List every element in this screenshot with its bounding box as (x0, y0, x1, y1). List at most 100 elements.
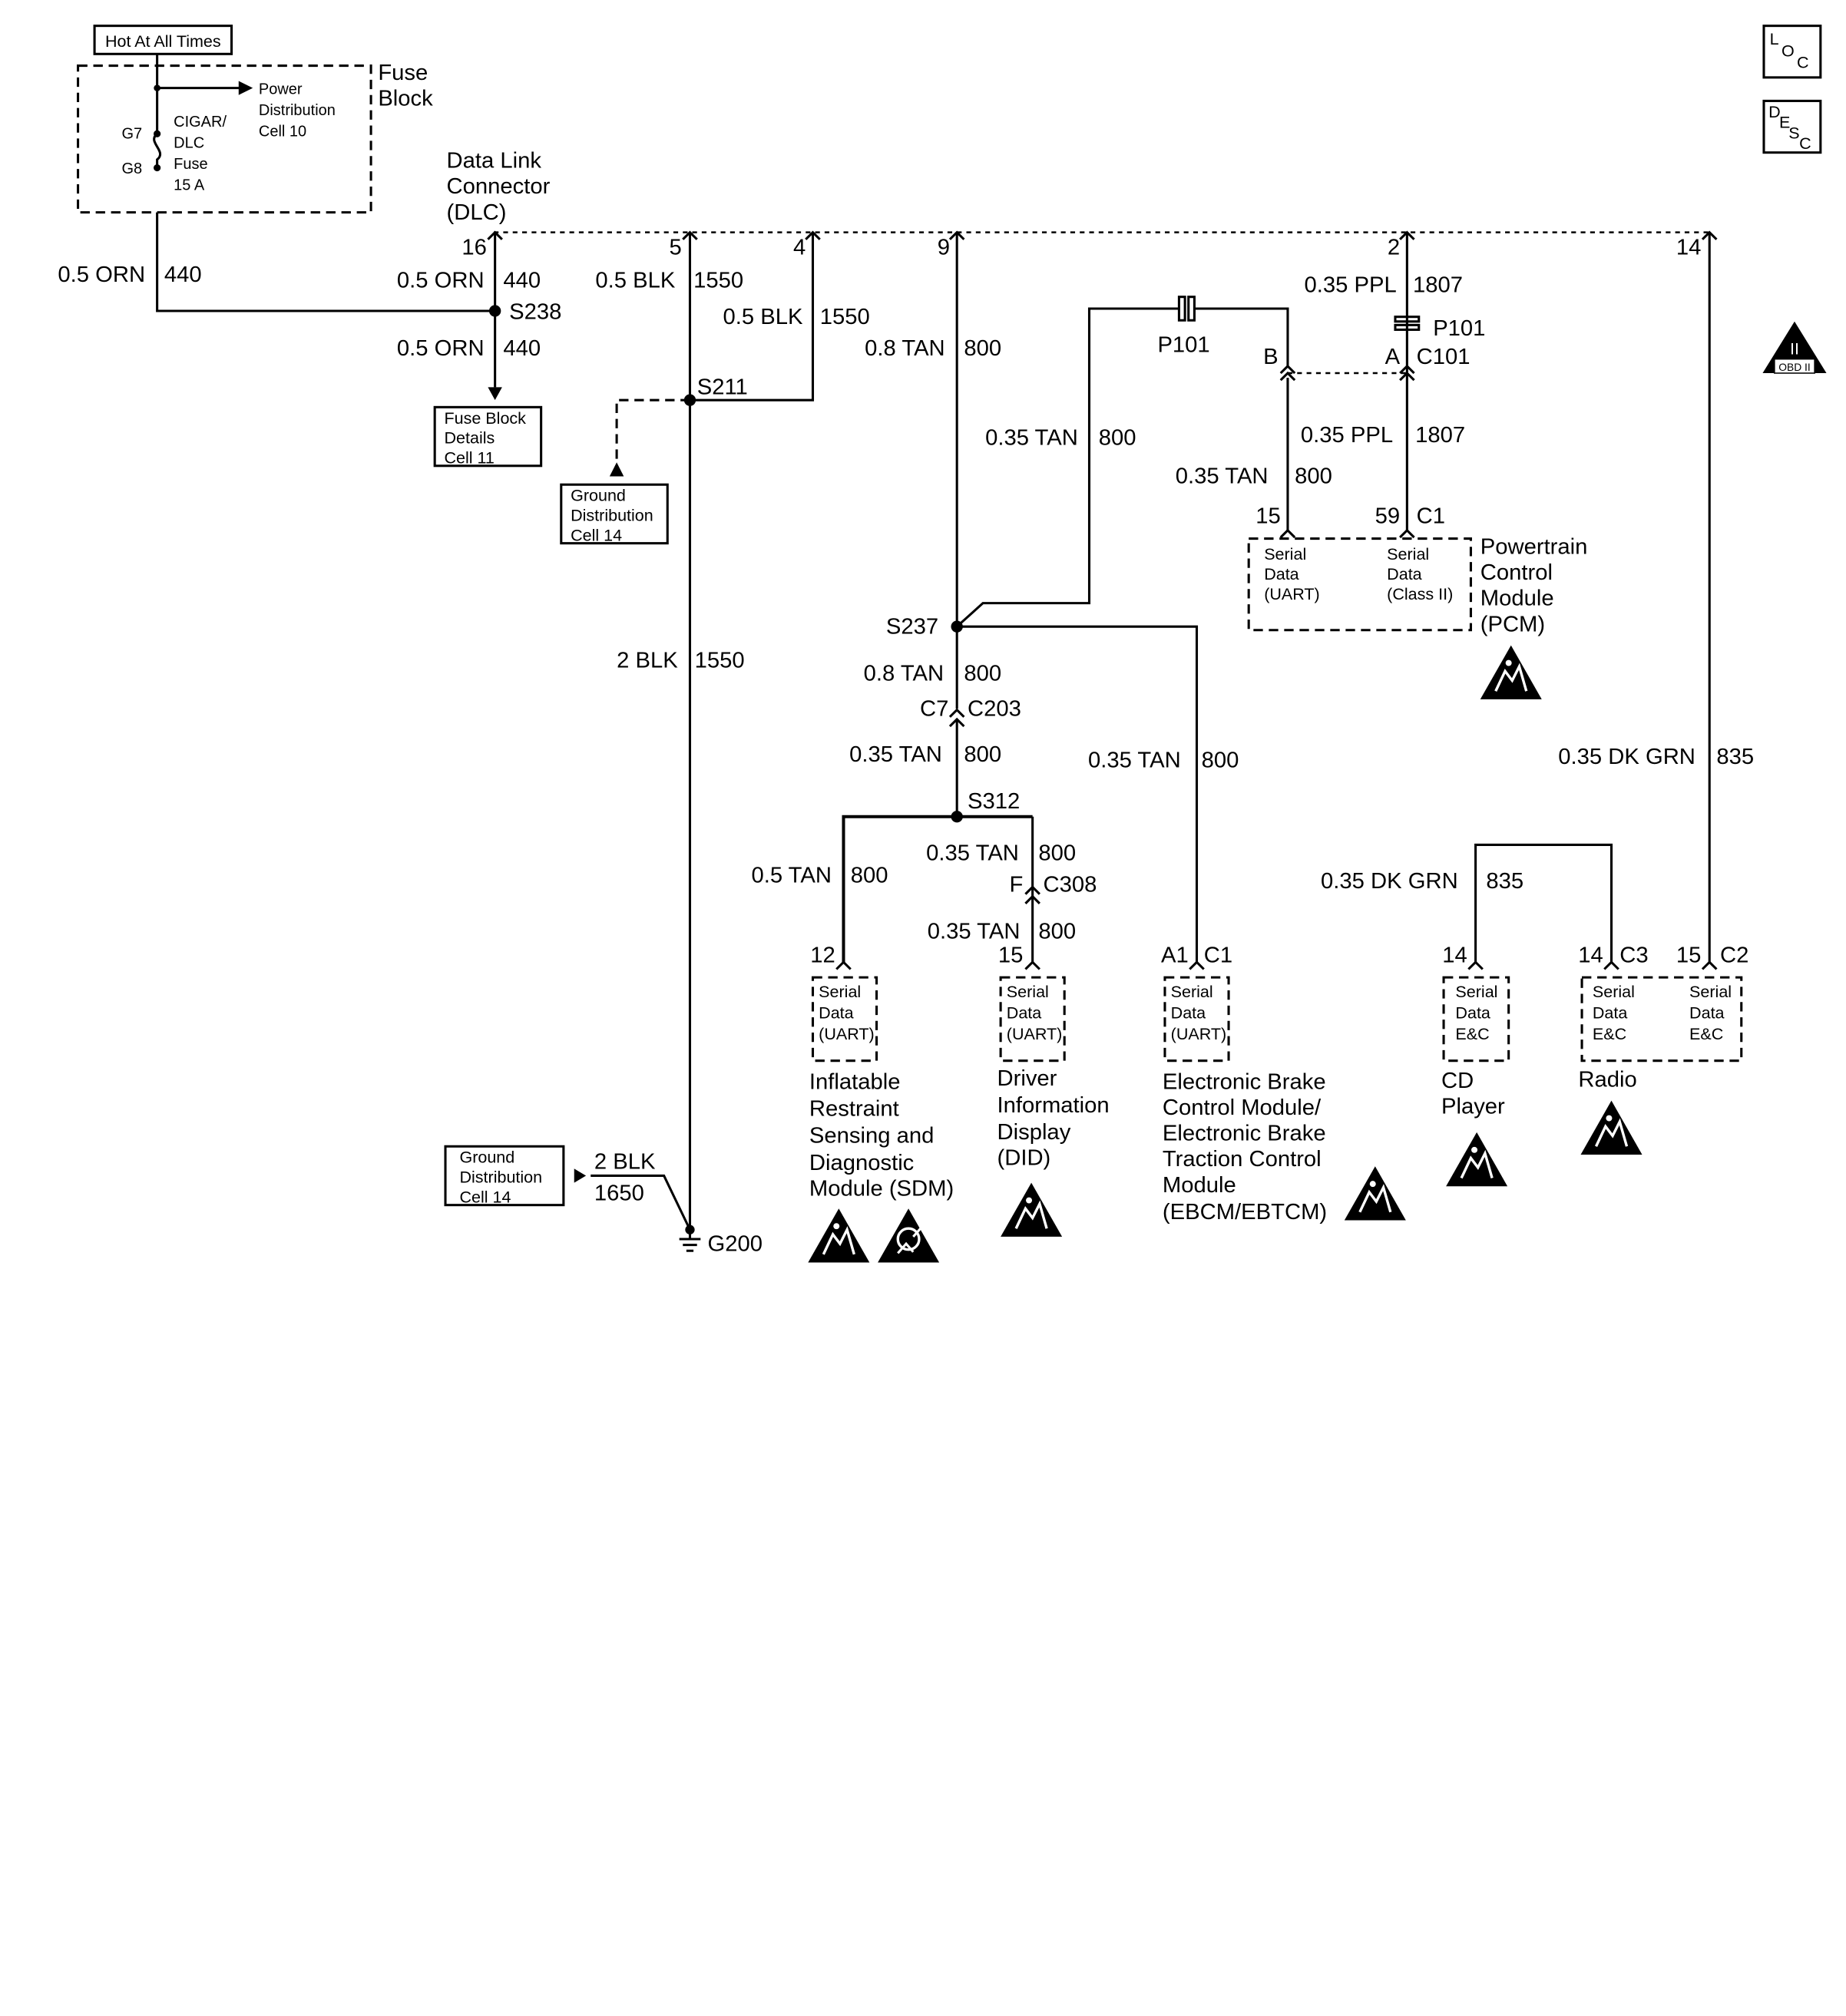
connector-b: B (1263, 345, 1279, 369)
wire-dkgrn-835-cd-radio (1474, 843, 1613, 963)
ground-distribution-box-2[interactable] (444, 1145, 565, 1207)
sdm-pin-12: 12 (810, 943, 835, 967)
wire-tan-pcm-label: 0.35 TAN (1176, 464, 1269, 489)
splice-s237: S237 (886, 614, 938, 639)
ebcm-pin-a1: A1 (1161, 943, 1189, 967)
wire-tan-sdm-num: 800 (851, 863, 888, 887)
wire-tan-s237-label: 0.8 TAN (864, 662, 944, 686)
fuse-block-details-box[interactable] (433, 405, 543, 468)
cd-serial-2: Data (1455, 1004, 1490, 1023)
pcm-name-1: Powertrain (1480, 534, 1588, 559)
did-name-1: Driver (997, 1066, 1057, 1091)
connector-c101-icon (1279, 364, 1415, 382)
fuse-details-line-2: Details (444, 429, 495, 448)
pcm-module-outline[interactable] (1247, 537, 1472, 632)
desc-letter-e: E (1779, 114, 1790, 132)
fuse-pin-g8-dot (154, 164, 161, 172)
fuse-name-3: Fuse (174, 156, 207, 173)
hot-at-all-times-box (93, 25, 233, 55)
dlc-label-2: Connector (447, 174, 551, 199)
ebcm-serial-3: (UART) (1171, 1025, 1227, 1043)
module-pin-terminals (835, 960, 1718, 970)
power-dist-label-1: Power (259, 81, 303, 97)
sdm-airbag-warning-icon (876, 1207, 941, 1264)
ground-dist-2-line-2: Distribution (459, 1168, 542, 1187)
radio-module-outline[interactable] (1580, 976, 1743, 1063)
did-module-outline[interactable] (999, 976, 1066, 1063)
connector-p101-right-icon-b (1394, 323, 1421, 332)
wire-ppl-2-num: 1807 (1413, 273, 1463, 298)
wire-tan-branch-label: 0.35 TAN (985, 425, 1078, 450)
wire-tan-ebcm-label: 0.35 TAN (1088, 749, 1181, 773)
wire-ppl-pcm-num: 1807 (1415, 423, 1465, 448)
cd-serial-3: E&C (1455, 1025, 1489, 1043)
did-name-3: Display (997, 1120, 1070, 1145)
ebcm-module-outline[interactable] (1163, 976, 1230, 1063)
did-name-4: (DID) (997, 1146, 1050, 1171)
wire-blk-g200-num: 1650 (594, 1182, 644, 1206)
ground-dist-2-line-1: Ground (459, 1148, 514, 1167)
pcm-class2-line-2: Data (1387, 565, 1422, 583)
connector-c101: C101 (1417, 345, 1471, 369)
ebcm-connector-c1: C1 (1204, 943, 1232, 967)
description-button-icon[interactable] (1762, 99, 1822, 154)
splice-s238: S238 (509, 300, 561, 325)
did-pin-15: 15 (998, 943, 1024, 967)
wire-tan-branch-num: 800 (1099, 425, 1136, 450)
obd-ii-numeral: II (1790, 340, 1799, 359)
loc-letter-o: O (1781, 41, 1795, 60)
cd-pin-14: 14 (1442, 943, 1467, 967)
did-serial-1: Serial (1007, 983, 1049, 1001)
wire-tan-did-num: 800 (1038, 920, 1076, 944)
fuse-pin-g8: G8 (121, 160, 142, 177)
location-button-icon[interactable] (1762, 25, 1822, 79)
wire-tan-800-p101-b (1194, 307, 1289, 366)
did-serial-3: (UART) (1007, 1025, 1063, 1043)
dlc-pin-16: 16 (462, 236, 487, 260)
dlc-pin-14: 14 (1676, 236, 1702, 260)
pcm-connector-c1: C1 (1417, 504, 1445, 529)
radio-b-serial-2: Data (1689, 1004, 1725, 1023)
desc-letter-c: C (1799, 134, 1811, 153)
ebcm-serial-2: Data (1171, 1004, 1206, 1023)
pcm-uart-line-2: Data (1264, 565, 1299, 583)
ground-g200: G200 (708, 1231, 763, 1256)
wire-tan-800-to-sdm (842, 815, 958, 963)
ebcm-name-3: Electronic Brake (1163, 1122, 1326, 1146)
splice-s238-dot (488, 305, 501, 317)
wire-tan-ebcm-num: 800 (1202, 749, 1239, 773)
loc-letter-l: L (1770, 30, 1779, 48)
power-dist-label-3: Cell 10 (259, 123, 306, 140)
wire-tan-c203-label: 0.35 TAN (849, 742, 942, 767)
dlc-pin-4: 4 (793, 236, 806, 260)
wire-tan-9-label: 0.8 TAN (865, 336, 945, 361)
radio-pin-15: 15 (1676, 943, 1702, 967)
sdm-esd-warning-icon (806, 1207, 872, 1264)
dlc-pin-9: 9 (938, 236, 950, 260)
radio-a-serial-1: Serial (1593, 983, 1635, 1001)
fuse-name-2: DLC (174, 135, 204, 152)
wire-blk-1550-pin4 (690, 232, 815, 402)
dlc-pin-2: 2 (1388, 236, 1400, 260)
fuse-pin-g7: G7 (121, 125, 142, 142)
wire-tan-sdm-label: 0.5 TAN (751, 863, 831, 887)
did-name-2: Information (997, 1093, 1109, 1118)
ground-distribution-box-1[interactable] (560, 483, 669, 545)
ground-dist-2-line-3: Cell 14 (459, 1188, 511, 1207)
wiring-diagram: Hot At All Times Fuse Block Power Distri… (58, 25, 1827, 1264)
connector-p101-left: P101 (1157, 333, 1209, 358)
wire-tan-800-to-p101 (956, 307, 1179, 628)
wire-orn-main-num: 440 (164, 263, 202, 287)
wire-tan-9-num: 800 (964, 336, 1001, 361)
wire-tan-c203-num: 800 (964, 742, 1001, 767)
cd-player-module-outline[interactable] (1442, 976, 1510, 1063)
wire-blk-main-label: 2 BLK (617, 649, 678, 673)
radio-b-serial-1: Serial (1689, 983, 1732, 1001)
ground-dist-arrow-icon (609, 462, 624, 477)
pcm-name-2: Control (1480, 560, 1553, 585)
sdm-module-outline[interactable] (811, 976, 878, 1063)
dlc-label-3: (DLC) (447, 200, 507, 225)
splice-s211: S211 (697, 375, 748, 400)
wire-orn-16-label: 0.5 ORN (397, 269, 485, 293)
ground-dist-1-line-3: Cell 14 (571, 527, 622, 545)
